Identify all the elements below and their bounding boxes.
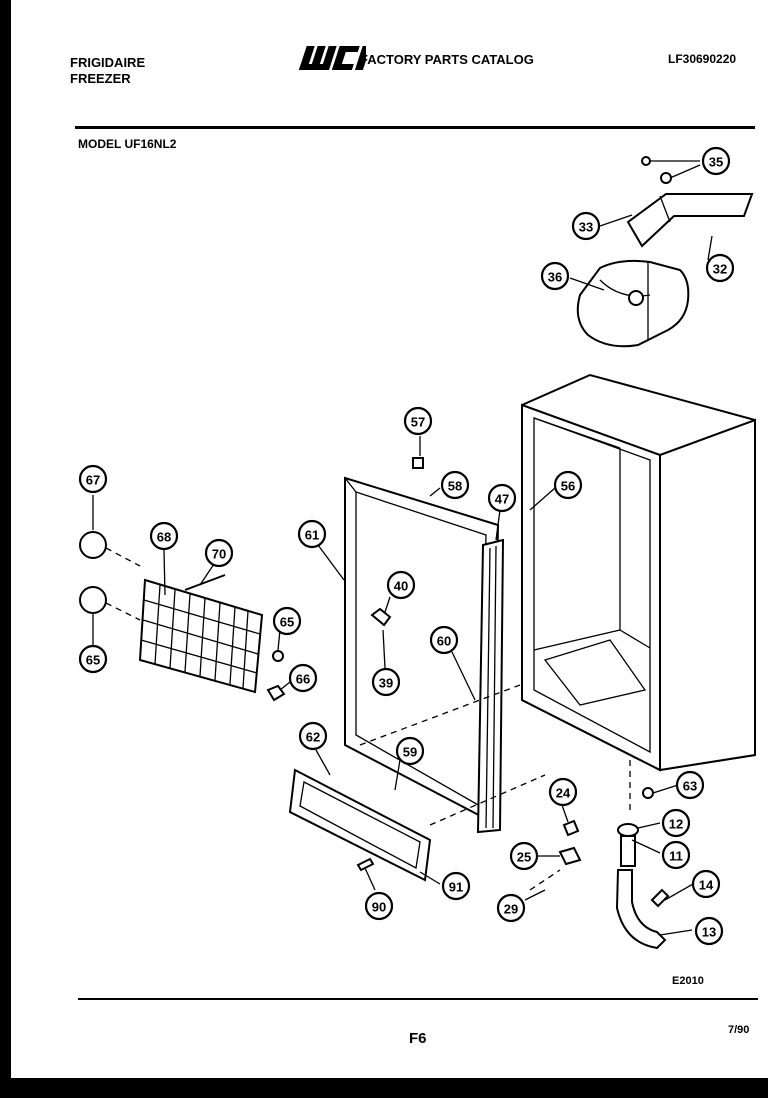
callout-label: 25 — [517, 850, 531, 865]
callout-47: 47 — [487, 483, 517, 513]
callout-13: 13 — [694, 916, 724, 946]
rod-70 — [184, 574, 226, 591]
callout-label: 61 — [305, 528, 319, 543]
callout-70: 70 — [204, 538, 234, 568]
callout-91: 91 — [441, 871, 471, 901]
callout-label: 58 — [448, 479, 462, 494]
revision-date: 7/90 — [728, 1024, 750, 1036]
callout-label: 65 — [280, 615, 294, 630]
callout-29: 29 — [496, 893, 526, 923]
footer-rule — [78, 998, 758, 1000]
catalog-title: FACTORY PARTS CATALOG — [360, 52, 534, 67]
cabinet — [521, 373, 756, 772]
callout-14: 14 — [691, 869, 721, 899]
grille — [138, 578, 264, 694]
callout-label: 14 — [699, 878, 714, 893]
door-liner — [476, 538, 505, 834]
document-number: LF30690220 — [668, 52, 737, 66]
brand-name: FRIGIDAIRE — [70, 55, 146, 70]
callout-33: 33 — [571, 211, 601, 241]
toe-grille — [288, 768, 432, 882]
callout-label: 33 — [579, 220, 593, 235]
callout-label: 11 — [669, 849, 683, 864]
callout-label: 67 — [86, 473, 100, 488]
callout-65: 65 — [78, 644, 108, 674]
screw-65 — [272, 650, 284, 662]
callout-label: 65 — [86, 653, 100, 668]
callout-group: 35 33 32 36 57 58 47 56 61 40 39 60 67 68 70 65 65 66 62 59… — [78, 146, 735, 946]
product-type: FREEZER — [70, 71, 131, 86]
callout-label: 60 — [437, 634, 451, 649]
clip-24 — [562, 819, 580, 837]
bracket-25 — [558, 846, 582, 866]
callout-label: 29 — [504, 902, 518, 917]
callout-12: 12 — [661, 808, 691, 838]
knob-67 — [79, 531, 107, 559]
callout-label: 68 — [157, 530, 171, 545]
callout-57: 57 — [403, 406, 433, 436]
callout-11: 11 — [661, 840, 691, 870]
callout-label: 13 — [702, 925, 716, 940]
callout-label: 70 — [212, 547, 226, 562]
page-number: F6 — [409, 1030, 427, 1047]
callout-label: 59 — [403, 745, 417, 760]
callout-67: 67 — [78, 464, 108, 494]
leader-lines — [92, 160, 713, 936]
plug-57 — [412, 457, 424, 469]
model-number: MODEL UF16NL2 — [78, 137, 177, 151]
bracket-40 — [370, 607, 392, 627]
wci-logo — [298, 46, 366, 70]
callout-label: 91 — [449, 880, 463, 895]
screw-35a — [641, 156, 651, 166]
callout-58: 58 — [440, 470, 470, 500]
leveler-63 — [642, 787, 654, 799]
nut-35b — [660, 172, 672, 184]
knob-65 — [79, 586, 107, 614]
callout-label: 36 — [548, 270, 562, 285]
callout-60: 60 — [429, 625, 459, 655]
callout-61: 61 — [297, 519, 327, 549]
callout-66: 66 — [288, 663, 318, 693]
callout-label: 57 — [411, 415, 425, 430]
callout-35: 35 — [701, 146, 731, 176]
header-rule — [75, 126, 755, 129]
brand-block: FRIGIDAIRE FREEZER — [70, 55, 145, 87]
callout-label: 47 — [495, 492, 509, 507]
callout-label: 32 — [713, 262, 727, 277]
callout-label: 35 — [709, 155, 723, 170]
callout-label: 56 — [561, 479, 575, 494]
callout-label: 63 — [683, 779, 697, 794]
callout-label: 90 — [372, 900, 386, 915]
callout-36: 36 — [540, 261, 570, 291]
callout-24: 24 — [548, 777, 578, 807]
callout-label: 66 — [296, 672, 310, 687]
compressor-assembly — [576, 193, 754, 348]
callout-label: 24 — [556, 786, 571, 801]
callout-56: 56 — [553, 470, 583, 500]
door-gasket — [344, 476, 500, 824]
callout-63: 63 — [675, 770, 705, 800]
callout-90: 90 — [364, 891, 394, 921]
callout-39: 39 — [371, 667, 401, 697]
callout-label: 62 — [306, 730, 320, 745]
callout-label: 39 — [379, 676, 393, 691]
callout-25: 25 — [509, 841, 539, 871]
callout-68: 68 — [149, 521, 179, 551]
drain-assembly — [615, 823, 670, 950]
callout-32: 32 — [705, 253, 735, 283]
callout-label: 12 — [669, 817, 683, 832]
callout-65: 65 — [272, 606, 302, 636]
callout-59: 59 — [395, 736, 425, 766]
callout-62: 62 — [298, 721, 328, 751]
callout-40: 40 — [386, 570, 416, 600]
drawing-id: E2010 — [672, 975, 704, 987]
screw-90 — [356, 857, 375, 872]
callout-label: 40 — [394, 579, 408, 594]
